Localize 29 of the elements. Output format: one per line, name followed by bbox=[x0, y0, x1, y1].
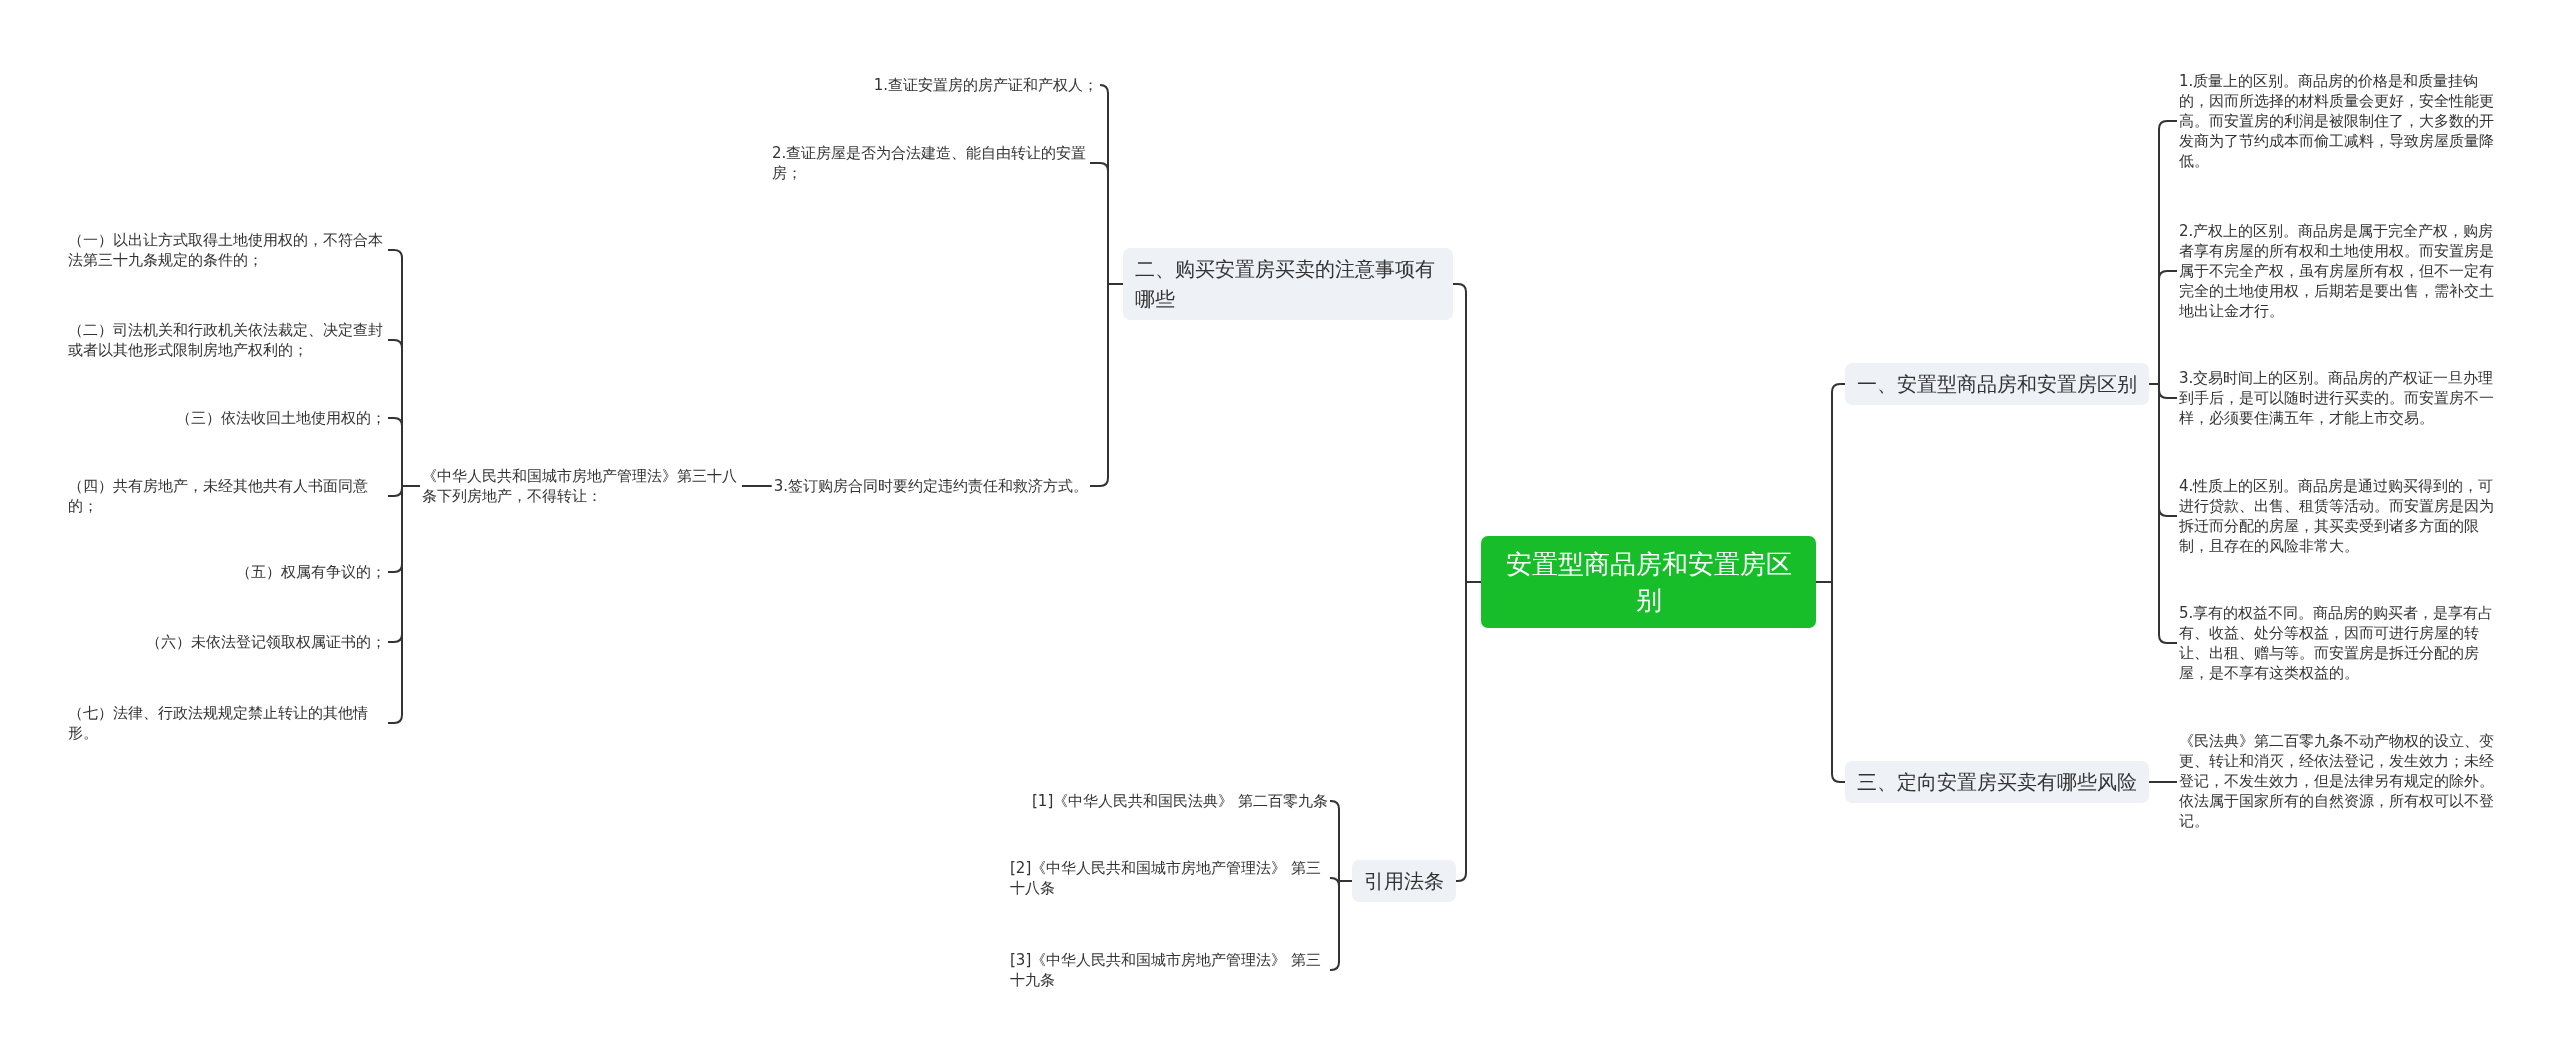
topic-text: 2.查证房屋是否为合法建造、能自由转让的安置房； bbox=[770, 142, 1090, 184]
topic-text: （三）依法收回土地使用权的； bbox=[174, 407, 388, 429]
topic-text: （一）以出让方式取得土地使用权的，不符合本法第三十九条规定的条件的； bbox=[66, 229, 388, 271]
connector-line bbox=[741, 485, 773, 487]
topic-box: 二、购买安置房买卖的注意事项有哪些 bbox=[1123, 248, 1453, 320]
topic-text: 《民法典》第二百零九条不动产物权的设立、变更、转让和消灭，经依法登记，发生效力；未经登记，不发生效力，但是法律另有规定的除外。依法属于国家所有的自然资源，所有权可以不登记。 bbox=[2177, 730, 2499, 832]
topic-box: 三、定向安置房买卖有哪些风险 bbox=[1845, 761, 2149, 803]
topic-text: 3.交易时间上的区别。商品房的产权证一旦办理到手后，是可以随时进行买卖的。而安置房不一样，必须要住满五年，才能上市交易。 bbox=[2177, 367, 2499, 429]
topic-text: （二）司法机关和行政机关依法裁定、决定查封或者以其他形式限制房地产权利的； bbox=[66, 319, 388, 361]
topic-text: [2]《中华人民共和国城市房地产管理法》 第三十八条 bbox=[1008, 857, 1330, 899]
topic-text: 1.查证安置房的房产证和产权人； bbox=[871, 74, 1100, 96]
topic-text: 《中华人民共和国城市房地产管理法》第三十八条下列房地产，不得转让： bbox=[420, 465, 742, 507]
topic-text: （七）法律、行政法规规定禁止转让的其他情形。 bbox=[66, 702, 388, 744]
topic-text: 5.享有的权益不同。商品房的购买者，是享有占有、收益、处分等权益，因而可进行房屋的转让、出租、赠与等。而安置房是拆迁分配的房屋，是不享有这类权益的。 bbox=[2177, 602, 2499, 684]
topic-text: [3]《中华人民共和国城市房地产管理法》 第三十九条 bbox=[1008, 949, 1330, 991]
connector-line bbox=[1329, 880, 1353, 971]
connector-line bbox=[2148, 781, 2178, 783]
topic-text: 4.性质上的区别。商品房是通过购买得到的，可进行贷款、出售、租赁等活动。而安置房是因为拆迁而分配的房屋，其买卖受到诸多方面的限制，且存在的风险非常大。 bbox=[2177, 475, 2499, 557]
topic-text: （五）权属有争议的； bbox=[234, 561, 388, 583]
topic-text: 1.质量上的区别。商品房的价格是和质量挂钩的，因而所选择的材料质量会更好，安全性能更高。而安置房的利润是被限制住了，大多数的开发商为了节约成本而偷工减料，导致房屋质量降低。 bbox=[2177, 70, 2499, 172]
topic-text: 2.产权上的区别。商品房是属于完全产权，购房者享有房屋的所有权和土地使用权。而安置房是属于不完全产权，虽有房屋所有权，但不一定有完全的土地使用权，后期若是要出售，需补交土地出让金才行。 bbox=[2177, 220, 2499, 322]
topic-text: 3.签订购房合同时要约定违约责任和救济方式。 bbox=[771, 475, 1090, 497]
topic-text: （四）共有房地产，未经其他共有人书面同意的； bbox=[66, 475, 388, 517]
topic-box: 引用法条 bbox=[1352, 860, 1456, 902]
topic-text: [1]《中华人民共和国民法典》 第二百零九条 bbox=[1030, 790, 1330, 812]
connector-line bbox=[1455, 581, 1482, 882]
topic-text: （六）未依法登记领取权属证书的； bbox=[144, 631, 388, 653]
central-topic-box: 安置型商品房和安置房区别 bbox=[1481, 536, 1816, 628]
topic-box: 一、安置型商品房和安置房区别 bbox=[1845, 363, 2149, 405]
